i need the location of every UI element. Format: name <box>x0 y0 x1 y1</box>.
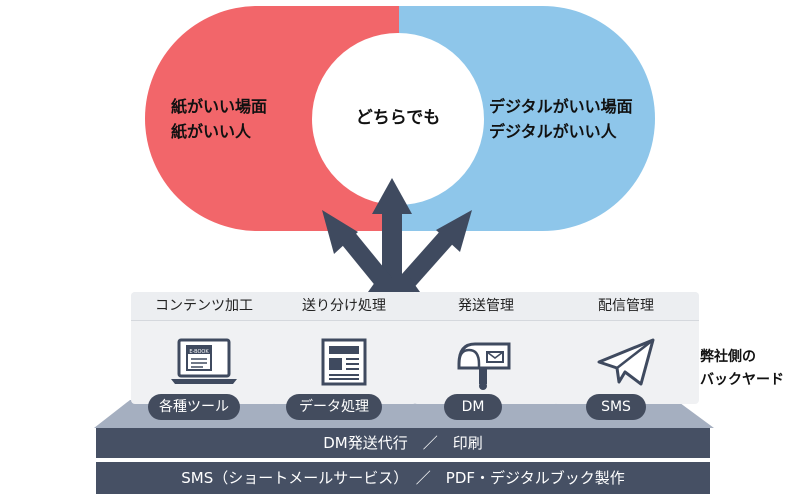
platform <box>94 400 714 428</box>
upward-arrows-icon <box>322 178 472 298</box>
card-title: 発送管理 <box>413 292 559 320</box>
sms-pdf-bar: SMS（ショートメールサービス） ／ PDF・デジタルブック製作 <box>96 462 710 494</box>
card-title: コンテンツ加工 <box>131 292 277 320</box>
center-circle <box>312 33 484 205</box>
ebook-badge: E-BOOK <box>189 349 209 355</box>
card-content-processing: コンテンツ加工 E-BOOK <box>131 292 277 404</box>
backyard-label-line1: 弊社側の <box>700 349 756 365</box>
digital-text: デジタルがいい場面 デジタルがいい人 <box>489 94 633 144</box>
paper-person-text: 紙がいい人 <box>171 122 252 141</box>
card-shipping: 発送管理 <box>413 292 559 404</box>
center-text: どちらでも <box>355 108 441 128</box>
card-delivery: 配信管理 <box>553 292 699 404</box>
card-title: 配信管理 <box>553 292 699 320</box>
paper-plane-icon <box>597 338 655 386</box>
ebook-laptop-icon: E-BOOK <box>171 338 237 384</box>
paper-scene-text: 紙がいい場面 <box>171 97 268 116</box>
digital-person-text: デジタルがいい人 <box>489 122 617 141</box>
tag-sms: SMS <box>586 394 646 420</box>
tag-dm: DM <box>444 394 502 420</box>
card-sorting: 送り分け処理 <box>271 292 417 404</box>
tag-tools: 各種ツール <box>148 394 240 420</box>
tag-data-processing: データ処理 <box>286 394 382 420</box>
paper-text: 紙がいい場面 紙がいい人 <box>171 94 267 144</box>
card-title: 送り分け処理 <box>271 292 417 320</box>
mailbox-icon <box>457 342 511 390</box>
dm-print-bar: DM発送代行 ／ 印刷 <box>96 428 710 458</box>
backyard-label: 弊社側の バックヤード <box>700 346 784 392</box>
digital-scene-text: デジタルがいい場面 <box>489 97 633 116</box>
backyard-label-line2: バックヤード <box>700 372 784 388</box>
newspaper-icon <box>321 338 367 386</box>
